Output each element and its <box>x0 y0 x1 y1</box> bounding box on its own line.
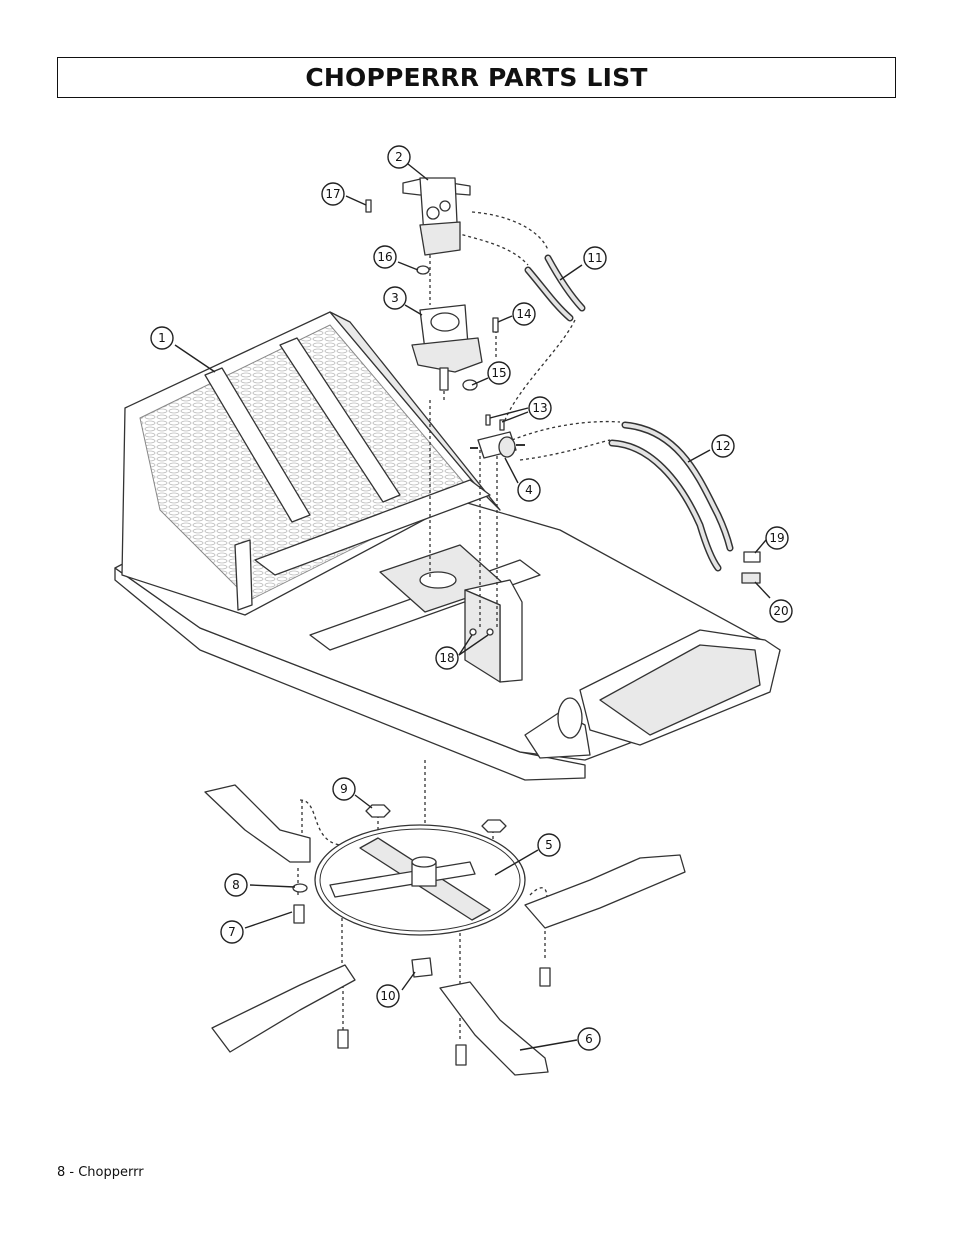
svg-text:20: 20 <box>773 604 788 618</box>
callout-1: 1 <box>150 326 174 350</box>
callout-7: 7 <box>220 920 244 944</box>
svg-text:18: 18 <box>439 651 454 665</box>
page-title: CHOPPERRR PARTS LIST <box>305 63 648 92</box>
callout-11: 11 <box>583 246 607 270</box>
svg-text:10: 10 <box>380 989 395 1003</box>
hoses <box>524 254 734 572</box>
callout-15: 15 <box>487 361 511 385</box>
bolt-17 <box>365 199 372 213</box>
callout-4: 4 <box>517 478 541 502</box>
callout-13: 13 <box>528 396 552 420</box>
blade-assembly <box>204 784 686 1076</box>
callout-20: 20 <box>769 599 793 623</box>
hardware-small <box>365 199 761 636</box>
callout-5: 5 <box>537 833 561 857</box>
svg-text:13: 13 <box>532 401 547 415</box>
svg-text:6: 6 <box>585 1032 593 1046</box>
callout-2: 2 <box>387 145 411 169</box>
svg-text:8: 8 <box>232 878 240 892</box>
svg-text:17: 17 <box>325 187 340 201</box>
callout-16: 16 <box>373 245 397 269</box>
callout-3: 3 <box>383 286 407 310</box>
svg-text:19: 19 <box>769 531 784 545</box>
svg-text:7: 7 <box>228 925 236 939</box>
svg-text:4: 4 <box>525 483 533 497</box>
svg-text:9: 9 <box>340 782 348 796</box>
callout-6: 6 <box>577 1027 601 1051</box>
callout-12: 12 <box>711 434 735 458</box>
callout-8: 8 <box>224 873 248 897</box>
svg-text:2: 2 <box>395 150 403 164</box>
svg-text:1: 1 <box>158 331 166 345</box>
callout-9: 9 <box>332 777 356 801</box>
deck-assembly <box>114 311 781 781</box>
leader-lines <box>174 163 771 1051</box>
page-footer: 8 - Chopperrr <box>57 1165 144 1180</box>
hydraulic-motor <box>402 177 471 256</box>
svg-text:14: 14 <box>516 307 531 321</box>
svg-text:16: 16 <box>377 250 392 264</box>
callout-18: 18 <box>435 646 459 670</box>
svg-text:3: 3 <box>391 291 399 305</box>
svg-text:12: 12 <box>715 439 730 453</box>
bolt-14 <box>492 317 499 333</box>
callout-17: 17 <box>321 182 345 206</box>
callout-10: 10 <box>376 984 400 1008</box>
page-title-box: CHOPPERRR PARTS LIST <box>57 57 896 98</box>
washer-16 <box>416 265 430 275</box>
callout-19: 19 <box>765 526 789 550</box>
callout-14: 14 <box>512 302 536 326</box>
svg-text:5: 5 <box>545 838 553 852</box>
motor-mount <box>411 304 483 391</box>
svg-text:11: 11 <box>587 251 602 265</box>
washer-15 <box>462 379 478 391</box>
svg-text:15: 15 <box>491 366 506 380</box>
